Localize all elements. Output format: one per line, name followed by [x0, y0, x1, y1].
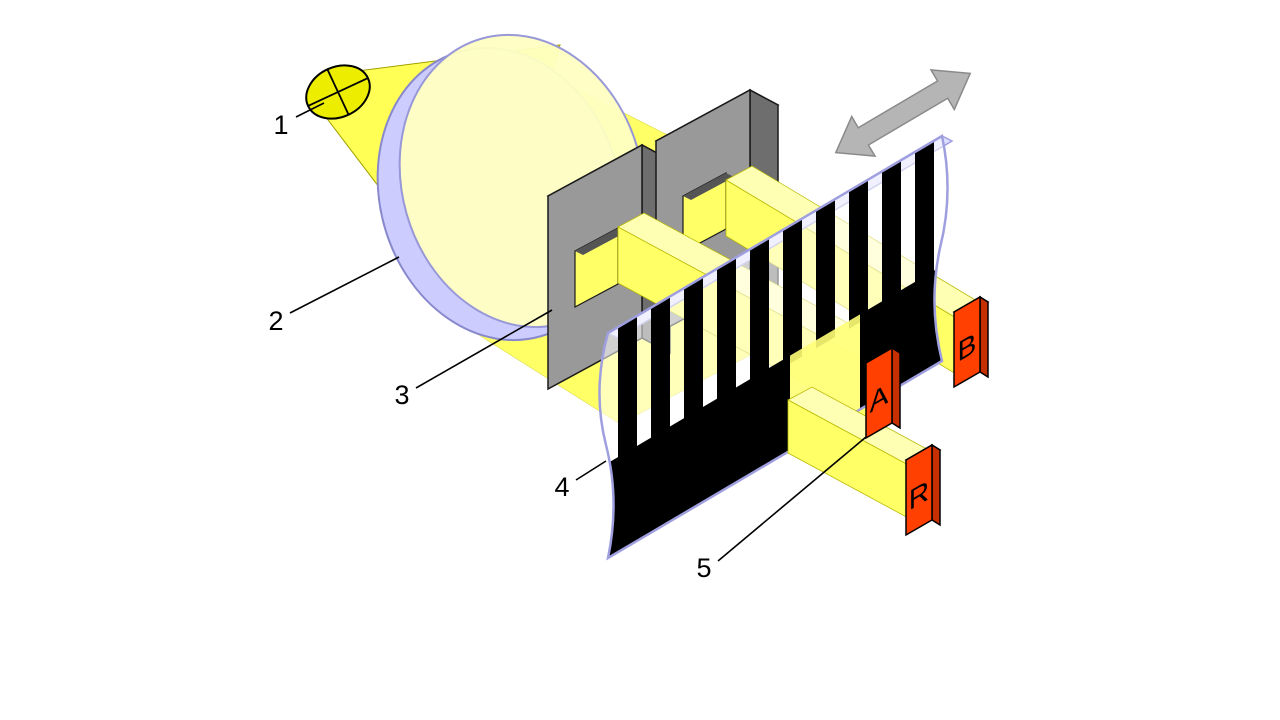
- scale-stripe: [849, 171, 868, 329]
- mask-window-b-inner-wall: [683, 173, 734, 200]
- scale-stripe: [618, 307, 637, 466]
- scale-stripe: [915, 136, 934, 290]
- detector-b-front-face: [953, 295, 981, 389]
- scale-stripe: [783, 210, 802, 368]
- detector-r-label: R: [909, 475, 929, 517]
- callouts: 1 2 3 4 5: [268, 102, 867, 583]
- scale-stripe: [651, 288, 670, 446]
- leader-line-5: [717, 436, 867, 562]
- detector-b: B: [952, 295, 990, 389]
- scale-stripe: [684, 268, 703, 427]
- detector-r-side-face: [931, 443, 941, 527]
- mask-window-a-inner-wall: [575, 228, 626, 255]
- scale-stripe: [816, 191, 835, 349]
- callout-detector: 5: [696, 553, 711, 583]
- detector-a-front-face: [865, 346, 893, 440]
- scale-reference-track-left: [602, 355, 790, 558]
- detector-r: R: [904, 443, 942, 537]
- double-arrow-icon: [834, 68, 972, 158]
- light-source: [305, 64, 371, 120]
- scale-stripe: [750, 230, 769, 388]
- scale-stripe: [717, 249, 736, 407]
- detector-r-front-face: [905, 443, 933, 537]
- callout-light-source: 1: [273, 110, 288, 140]
- detector-a: A: [864, 346, 902, 440]
- detector-a-label: A: [870, 378, 889, 420]
- callout-mask: 3: [394, 380, 409, 410]
- scale-outline: [598, 134, 949, 561]
- detector-b-side-face: [979, 295, 989, 379]
- bulb-cross-line: [326, 68, 350, 116]
- leader-line-4: [575, 460, 607, 481]
- scale: [598, 134, 954, 561]
- leader-line-1: [295, 102, 325, 118]
- movement-direction-arrow: [834, 68, 972, 158]
- beam-r: [787, 386, 937, 521]
- scale-stripe: [882, 152, 901, 310]
- detector-a-side-face: [891, 346, 901, 430]
- leader-line-2: [289, 256, 400, 314]
- callout-lens: 2: [268, 306, 283, 336]
- callout-scale: 4: [554, 472, 569, 502]
- detector-b-label: B: [958, 327, 977, 368]
- leader-line-3: [415, 309, 553, 389]
